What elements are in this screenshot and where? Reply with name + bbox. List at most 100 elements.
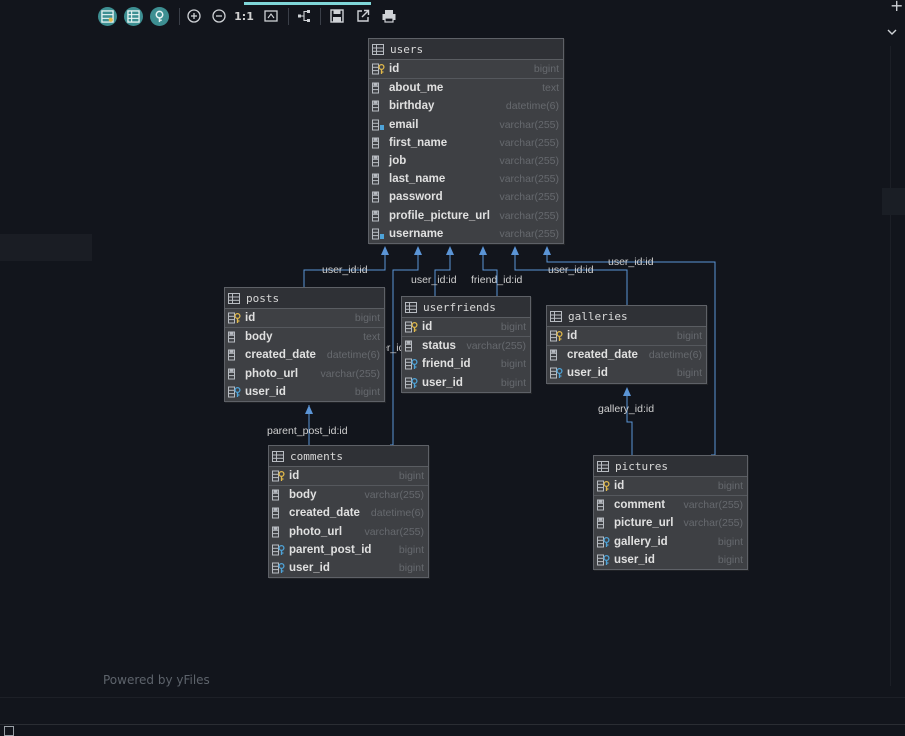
column-type: bigint xyxy=(398,543,424,556)
primary-key-icon xyxy=(272,470,285,482)
column-type: text xyxy=(542,82,559,95)
column-type: bigint xyxy=(717,553,743,566)
column-name: id xyxy=(422,321,433,334)
show-keys-icon[interactable] xyxy=(150,7,169,26)
column-row[interactable]: username varchar(255) xyxy=(369,225,563,243)
actual-size-button[interactable]: 1:1 xyxy=(234,6,254,26)
layout-icon[interactable] xyxy=(294,6,314,26)
column-type: varchar(255) xyxy=(364,525,424,538)
scrollbar-thumb[interactable] xyxy=(882,188,905,215)
edge-arrow xyxy=(543,246,551,255)
scrollbar-track[interactable] xyxy=(890,46,891,686)
table-icon xyxy=(228,292,240,304)
column-name: id xyxy=(245,312,256,325)
column-type: varchar(255) xyxy=(499,173,559,186)
edge-userfriends-user[interactable] xyxy=(434,247,451,296)
show-tables-icon[interactable] xyxy=(124,7,143,26)
column-icon xyxy=(228,349,235,361)
primary-key-icon xyxy=(228,312,241,324)
fit-content-icon[interactable] xyxy=(261,6,281,26)
table-header[interactable]: pictures xyxy=(594,456,747,477)
edge-userfriends-friend[interactable] xyxy=(482,247,498,296)
table-header[interactable]: galleries xyxy=(547,306,706,327)
column-type: bigint xyxy=(354,385,380,398)
column-name: gallery_id xyxy=(614,535,668,548)
table-header[interactable]: posts xyxy=(225,288,384,309)
export-icon[interactable] xyxy=(353,6,373,26)
column-type: text xyxy=(363,331,380,344)
column-name: photo_url xyxy=(245,367,299,380)
column-row[interactable]: id bigint xyxy=(594,477,747,497)
add-icon[interactable]: + xyxy=(890,0,904,15)
edge-label: user_id:id xyxy=(608,256,654,268)
column-type: varchar(255) xyxy=(499,227,559,240)
column-name: user_id xyxy=(567,367,608,380)
column-type: varchar(255) xyxy=(499,191,559,204)
toolbar-separator xyxy=(288,8,289,25)
table-header[interactable]: comments xyxy=(269,446,428,467)
zoom-out-icon[interactable] xyxy=(209,6,229,26)
status-checkbox[interactable] xyxy=(4,726,14,736)
column-name: username xyxy=(389,227,444,240)
edge-pictures-gallery[interactable] xyxy=(626,388,633,455)
column-name: id xyxy=(567,330,578,343)
edge-label: parent_post_id:id xyxy=(267,425,348,437)
zoom-in-icon[interactable] xyxy=(184,6,204,26)
column-icon xyxy=(372,210,379,222)
table-name: userfriends xyxy=(423,300,496,314)
column-row[interactable]: body text xyxy=(225,328,384,346)
column-name: id xyxy=(614,480,625,493)
table-header[interactable]: users xyxy=(369,39,563,60)
table-header[interactable]: userfriends xyxy=(402,297,530,318)
table-icon xyxy=(550,310,562,322)
column-name: body xyxy=(245,331,273,344)
edge-posts-user[interactable] xyxy=(303,247,386,287)
edge-galleries-user[interactable] xyxy=(514,247,628,305)
print-icon[interactable] xyxy=(379,6,399,26)
column-icon xyxy=(272,489,279,501)
edge-label: user_id:id xyxy=(411,274,457,286)
column-type: bigint xyxy=(717,480,743,493)
chevron-down-icon[interactable] xyxy=(886,26,898,38)
column-type: datetime(6) xyxy=(505,100,559,113)
column-type: varchar(255) xyxy=(499,209,559,222)
show-columns-icon[interactable] xyxy=(98,7,117,26)
save-icon[interactable] xyxy=(327,6,347,26)
